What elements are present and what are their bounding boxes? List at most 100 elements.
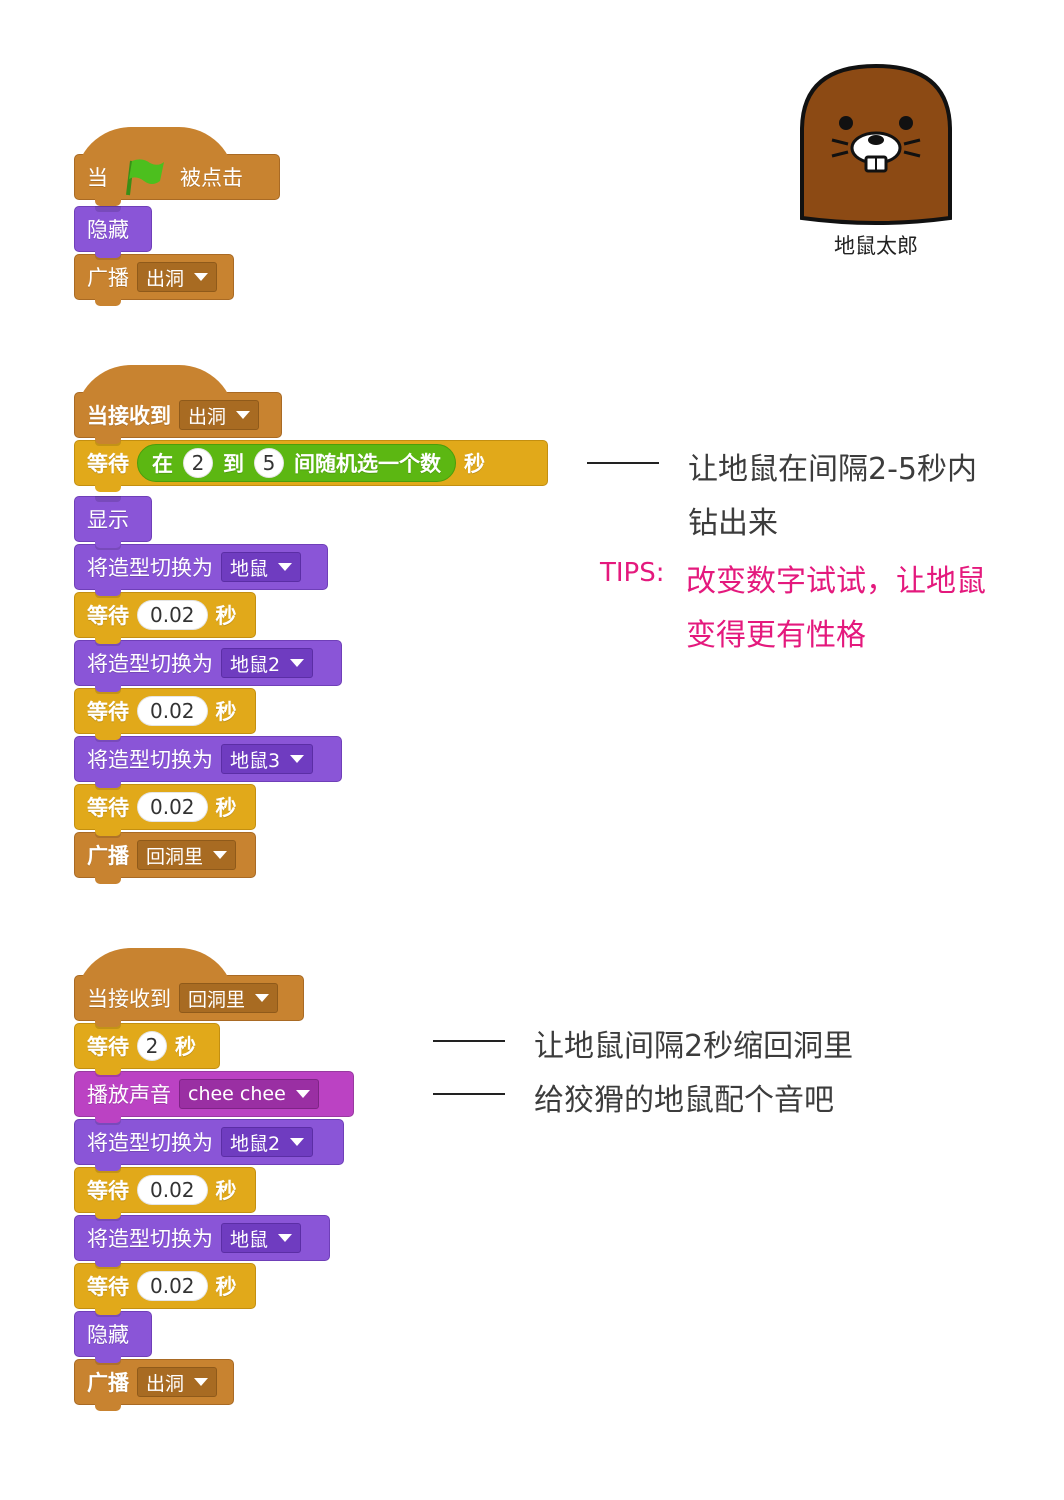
wait-block[interactable]: 等待 0.02 秒 [74, 1167, 256, 1219]
hide-block[interactable]: 隐藏 [74, 1311, 152, 1363]
hat-suffix: 被点击 [180, 166, 243, 190]
switch-label: 将造型切换为 [87, 748, 213, 772]
when-receive-block[interactable]: 当接收到 回洞里 [74, 948, 304, 1027]
sound-dropdown[interactable]: chee chee [179, 1079, 319, 1109]
broadcast-label: 广播 [87, 266, 129, 290]
green-flag-icon [126, 159, 164, 196]
broadcast-label: 广播 [87, 1371, 129, 1395]
broadcast-dropdown[interactable]: 回洞里 [137, 840, 237, 870]
costume-dropdown[interactable]: 地鼠2 [221, 648, 314, 678]
receive-value: 出洞 [188, 405, 227, 428]
wait-label: 等待 [87, 1035, 129, 1059]
wait-random-block[interactable]: 等待 在 2 到 5 间随机选一个数 秒 [74, 440, 548, 492]
receive-dropdown[interactable]: 回洞里 [179, 983, 279, 1013]
switch-costume-block[interactable]: 将造型切换为 地鼠 [74, 1215, 330, 1267]
dropdown-arrow-icon [278, 1234, 293, 1242]
wait-block[interactable]: 等待 0.02 秒 [74, 1263, 256, 1315]
sec-label: 秒 [215, 1179, 237, 1203]
broadcast-block[interactable]: 广播 出洞 [74, 1359, 234, 1411]
wait-block[interactable]: 等待 2 秒 [74, 1023, 220, 1075]
costume-value: 地鼠 [230, 1228, 269, 1251]
tips-line2: 变得更有性格 [686, 618, 866, 653]
wait-block[interactable]: 等待 0.02 秒 [74, 688, 256, 740]
hide-label: 隐藏 [87, 1323, 129, 1347]
annotation-line [433, 1040, 505, 1042]
show-block[interactable]: 显示 [74, 496, 152, 548]
dropdown-arrow-icon [213, 851, 228, 859]
sec-label: 秒 [215, 1275, 237, 1299]
tips-line1: 改变数字试试，让地鼠 [686, 564, 986, 599]
broadcast-value: 出洞 [146, 1372, 185, 1395]
switch-label: 将造型切换为 [87, 652, 213, 676]
wait-block[interactable]: 等待 0.02 秒 [74, 592, 256, 644]
sec-label: 秒 [215, 796, 237, 820]
tips-label: TIPS: [600, 558, 665, 588]
switch-label: 将造型切换为 [87, 1131, 213, 1155]
costume-value: 地鼠2 [230, 1132, 281, 1155]
hide-block[interactable]: 隐藏 [74, 206, 152, 258]
costume-dropdown[interactable]: 地鼠 [221, 552, 302, 582]
dropdown-arrow-icon [290, 755, 305, 763]
wait-input[interactable]: 0.02 [137, 792, 208, 822]
character-name: 地鼠太郎 [834, 234, 918, 258]
character-card: 地鼠太郎 [796, 60, 956, 270]
hat-prefix: 当 [87, 166, 108, 190]
annotation-line [433, 1093, 505, 1095]
annotation-random-line1: 让地鼠在间隔2-5秒内 [688, 452, 977, 487]
receive-value: 回洞里 [188, 988, 246, 1011]
random-from-input[interactable]: 2 [183, 448, 213, 478]
play-sound-block[interactable]: 播放声音 chee chee [74, 1071, 354, 1123]
mole-icon [800, 63, 952, 225]
wait-label: 等待 [87, 604, 129, 628]
sec-label: 秒 [175, 1035, 196, 1059]
switch-costume-block[interactable]: 将造型切换为 地鼠2 [74, 640, 342, 692]
random-to-input[interactable]: 5 [254, 448, 284, 478]
costume-dropdown[interactable]: 地鼠3 [221, 744, 314, 774]
broadcast-value: 回洞里 [146, 845, 204, 868]
wait-label: 等待 [87, 796, 129, 820]
dropdown-arrow-icon [255, 994, 270, 1002]
dropdown-arrow-icon [194, 1378, 209, 1386]
pick-random-reporter[interactable]: 在 2 到 5 间随机选一个数 [137, 444, 456, 482]
play-sound-label: 播放声音 [87, 1083, 171, 1107]
wait-block[interactable]: 等待 0.02 秒 [74, 784, 256, 836]
wait-label: 等待 [87, 1275, 129, 1299]
wait-input[interactable]: 0.02 [137, 600, 208, 630]
random-to-label: 到 [223, 452, 244, 476]
wait-input[interactable]: 0.02 [137, 1175, 208, 1205]
costume-value: 地鼠 [230, 557, 269, 580]
show-label: 显示 [87, 508, 129, 532]
dropdown-arrow-icon [278, 563, 293, 571]
switch-label: 将造型切换为 [87, 1227, 213, 1251]
dropdown-arrow-icon [194, 273, 209, 281]
receive-dropdown[interactable]: 出洞 [179, 400, 260, 430]
annotation-line [587, 462, 659, 464]
annotation-random-line2: 钻出来 [688, 506, 778, 541]
broadcast-label: 广播 [87, 844, 129, 868]
sec-label: 秒 [215, 604, 237, 628]
costume-value: 地鼠3 [230, 749, 281, 772]
switch-costume-block[interactable]: 将造型切换为 地鼠 [74, 544, 328, 596]
broadcast-block[interactable]: 广播 出洞 [74, 254, 234, 306]
wait-input[interactable]: 0.02 [137, 696, 208, 726]
hide-label: 隐藏 [87, 218, 129, 242]
annotation-sound: 给狡猾的地鼠配个音吧 [534, 1083, 834, 1118]
switch-costume-block[interactable]: 将造型切换为 地鼠2 [74, 1119, 344, 1171]
broadcast-value: 出洞 [146, 267, 185, 290]
wait-input[interactable]: 0.02 [137, 1271, 208, 1301]
costume-dropdown[interactable]: 地鼠 [221, 1223, 302, 1253]
switch-costume-block[interactable]: 将造型切换为 地鼠3 [74, 736, 342, 788]
wait-label: 等待 [87, 700, 129, 724]
sound-value: chee chee [188, 1083, 286, 1105]
wait-label: 等待 [87, 1179, 129, 1203]
broadcast-block[interactable]: 广播 回洞里 [74, 832, 256, 884]
costume-dropdown[interactable]: 地鼠2 [221, 1127, 314, 1157]
random-suffix-label: 间随机选一个数 [294, 452, 441, 476]
broadcast-dropdown[interactable]: 出洞 [137, 1367, 218, 1397]
broadcast-dropdown[interactable]: 出洞 [137, 262, 218, 292]
wait-input[interactable]: 2 [137, 1031, 167, 1061]
when-flag-clicked-block[interactable]: 当 被点击 [74, 127, 280, 206]
when-receive-block[interactable]: 当接收到 出洞 [74, 365, 282, 444]
dropdown-arrow-icon [295, 1090, 310, 1098]
hat-label: 当接收到 [87, 404, 171, 428]
